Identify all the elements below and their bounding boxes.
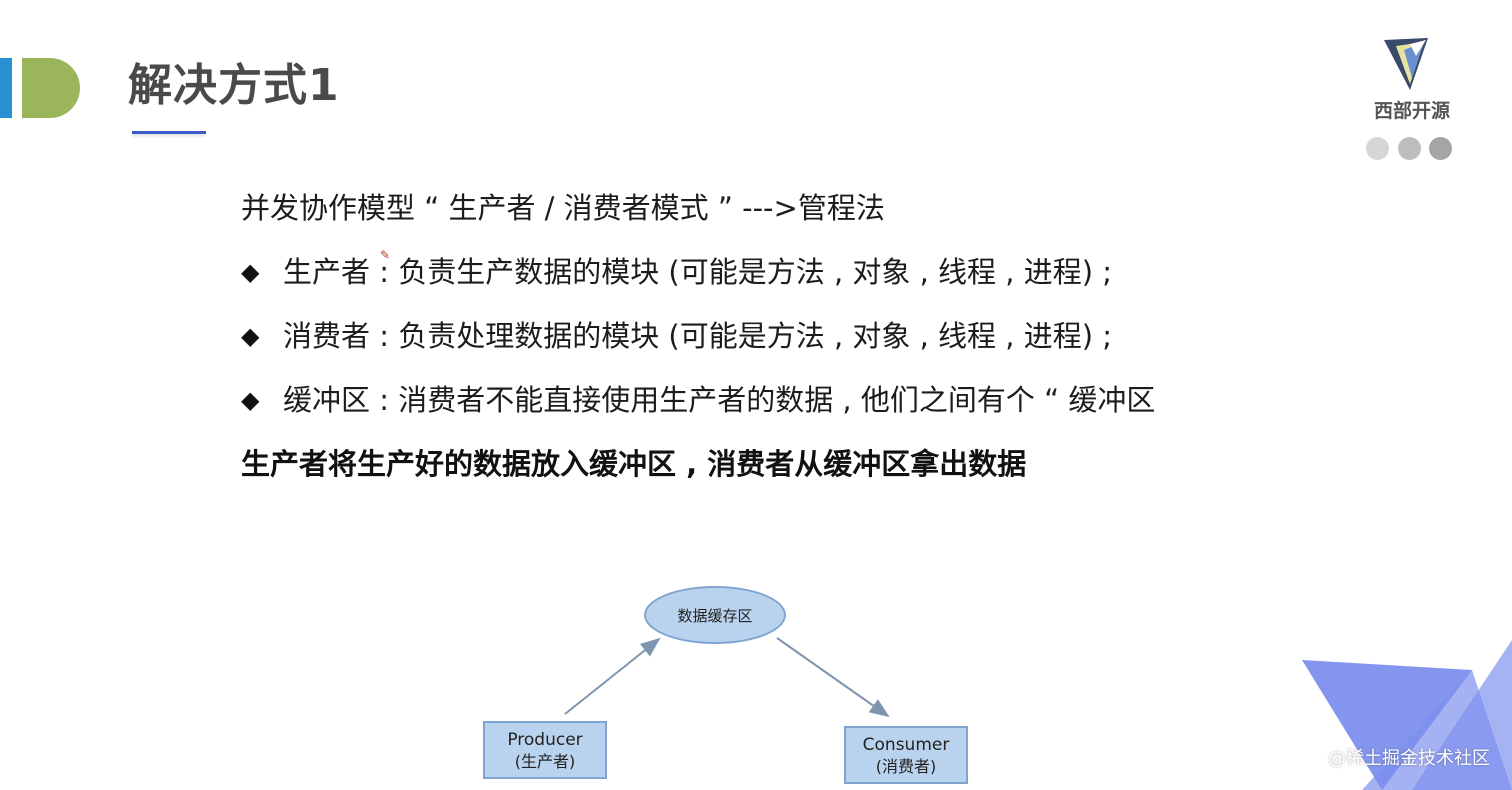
diamond-bullet-icon: ◆ <box>241 386 260 414</box>
diagram-arrows <box>564 637 890 718</box>
producer-sublabel: (生产者) <box>514 752 576 771</box>
buffer-node: 数据缓存区 <box>644 586 786 644</box>
title-underline <box>132 131 206 134</box>
bullet-producer: ◆ 生产者 : 负责生产数据的模块 (可能是方法 , 对象 , 线程 , 进程)… <box>241 250 1301 294</box>
bullet-text: 生产者 : 负责生产数据的模块 (可能是方法 , 对象 , 线程 , 进程) ; <box>283 255 1113 289</box>
producer-consumer-diagram: 数据缓存区 Producer (生产者) Consumer (消费者) <box>470 580 990 790</box>
header-accent-green <box>22 58 80 118</box>
header-accent-blue <box>0 58 12 118</box>
logo-text: 西部开源 <box>1373 100 1450 122</box>
decor-dot <box>1429 137 1452 160</box>
logo-mark-icon <box>1384 38 1428 90</box>
bullet-consumer: ◆ 消费者 : 负责处理数据的模块 (可能是方法 , 对象 , 线程 , 进程)… <box>241 314 1301 358</box>
intro-line: 并发协作模型 “ 生产者 / 消费者模式 ” --->管程法 <box>241 191 885 225</box>
buffer-label: 数据缓存区 <box>677 606 753 625</box>
summary-line: 生产者将生产好的数据放入缓冲区 , 消费者从缓冲区拿出数据 <box>241 447 1027 481</box>
decor-dot <box>1366 137 1389 160</box>
watermark: @稀土掘金技术社区 <box>1328 748 1490 769</box>
consumer-sublabel: (消费者) <box>875 757 937 776</box>
arrow-producer-to-buffer <box>564 637 661 715</box>
diamond-bullet-icon: ◆ <box>241 258 260 286</box>
arrow-buffer-to-consumer <box>776 637 890 718</box>
consumer-label: Consumer <box>862 735 950 755</box>
brand-logo: 西部开源 <box>1362 36 1458 166</box>
decor-dot <box>1398 137 1421 160</box>
slide-content: 并发协作模型 “ 生产者 / 消费者模式 ” --->管程法 ◆ 生产者 : 负… <box>241 186 1301 515</box>
bullet-text: 缓冲区 : 消费者不能直接使用生产者的数据 , 他们之间有个 “ 缓冲区 <box>283 383 1156 417</box>
producer-label: Producer <box>507 730 583 750</box>
bullet-text: 消费者 : 负责处理数据的模块 (可能是方法 , 对象 , 线程 , 进程) ; <box>283 319 1113 353</box>
page-title: 解决方式1 <box>128 60 340 111</box>
producer-node: Producer (生产者) <box>483 721 607 779</box>
bullet-buffer: ◆ 缓冲区 : 消费者不能直接使用生产者的数据 , 他们之间有个 “ 缓冲区 <box>241 378 1301 422</box>
decor-triangles <box>1302 640 1512 790</box>
pen-cursor-icon: ✎ <box>380 248 391 262</box>
consumer-node: Consumer (消费者) <box>844 726 968 784</box>
diamond-bullet-icon: ◆ <box>241 322 260 350</box>
